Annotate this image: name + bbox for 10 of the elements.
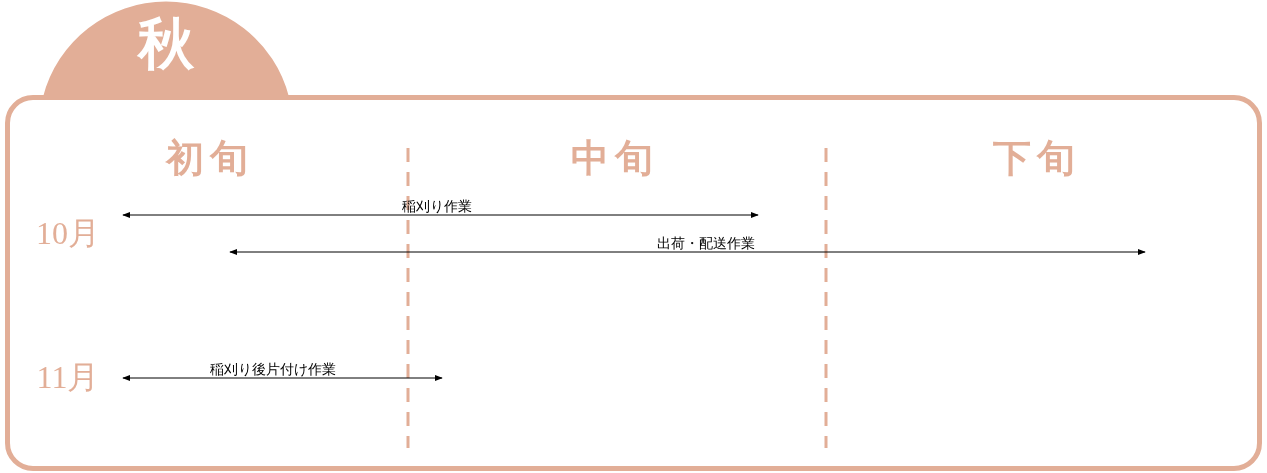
period-heading: 初旬 [166, 139, 254, 177]
period-heading: 中旬 [571, 139, 659, 177]
season-title: 秋 [138, 16, 194, 72]
task-label: 稲刈り作業 [402, 199, 472, 213]
task-label: 出荷・配送作業 [657, 236, 755, 250]
month-label: 11月 [36, 361, 100, 393]
period-heading: 下旬 [993, 139, 1081, 177]
task-label: 稲刈り後片付け作業 [210, 362, 336, 376]
season-tab [43, 0, 289, 97]
month-label: 10月 [36, 217, 100, 249]
